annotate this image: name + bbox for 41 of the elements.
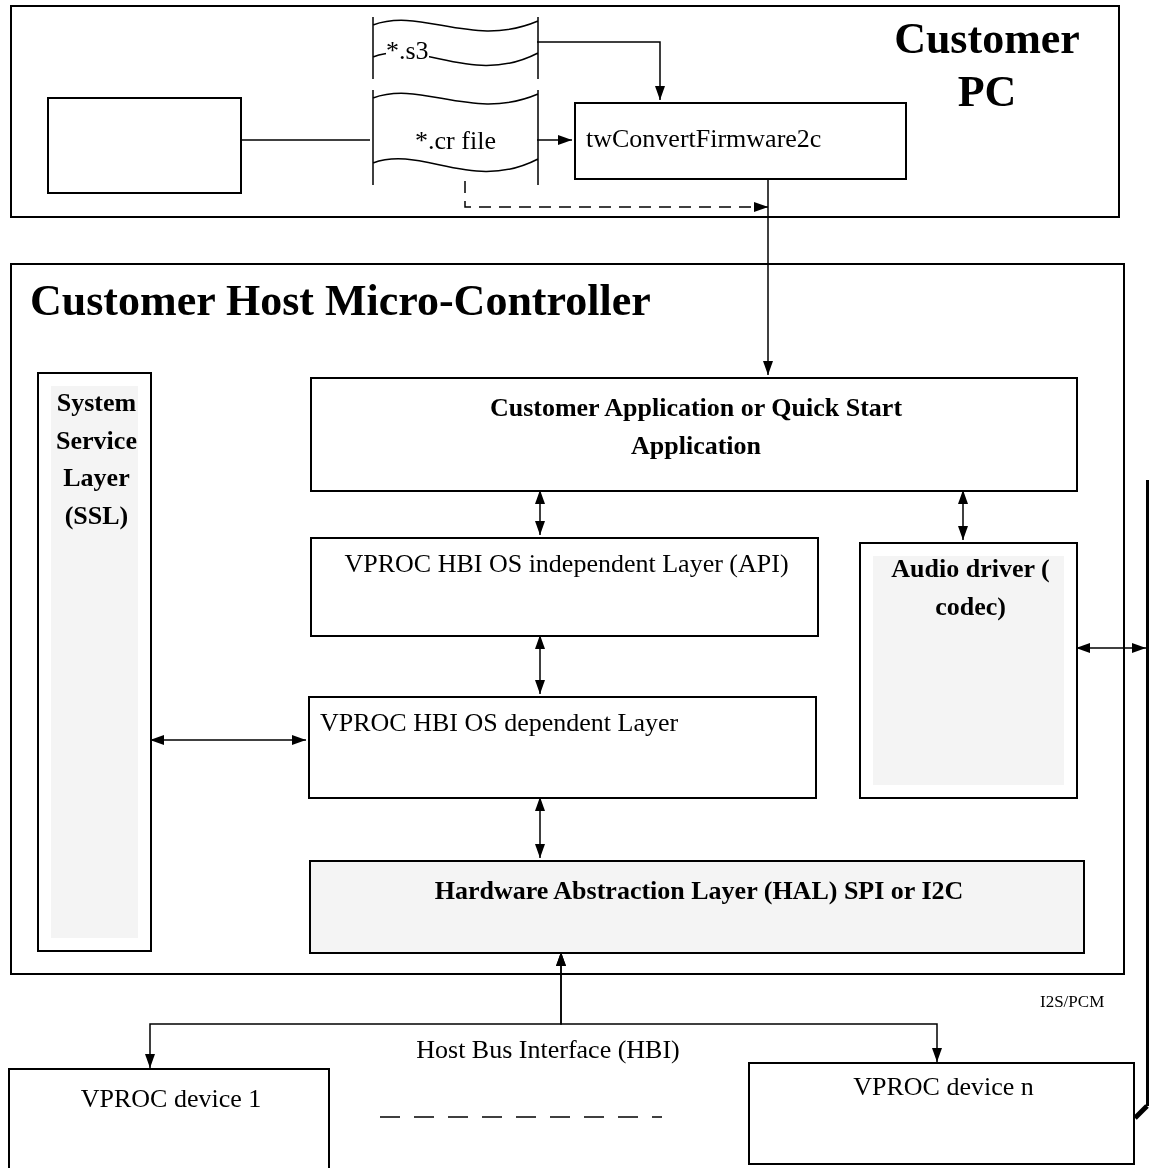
layer-box	[37, 372, 152, 952]
section-heading: Customer Host Micro-Controller	[30, 275, 652, 327]
device-box	[8, 1068, 330, 1168]
node-label: VPROC HBI OS dependent Layer	[320, 707, 679, 739]
signal-label: I2S/PCM	[1040, 992, 1105, 1012]
layer-box	[308, 696, 817, 799]
arrow	[535, 796, 545, 859]
layer-box	[859, 542, 1078, 799]
layer-box	[310, 377, 1078, 492]
layer-box	[309, 860, 1085, 954]
signal-bus-line	[1146, 480, 1149, 1106]
arrow	[149, 735, 307, 745]
arrow	[556, 951, 942, 1063]
device-box	[748, 1062, 1135, 1165]
node-label: VPROC device n	[852, 1071, 1035, 1103]
node-label: Hardware Abstraction Layer (HAL) SPI or I2C	[433, 875, 965, 907]
node-label: System Service Layer (SSL)	[55, 387, 138, 533]
arrow	[536, 41, 665, 101]
system-frame	[10, 263, 1125, 975]
arrow	[536, 135, 573, 145]
arrow	[535, 634, 545, 695]
connector-line	[1133, 1104, 1149, 1120]
node-label: twConvertFirmware2c	[586, 123, 822, 155]
system-frame	[10, 5, 1120, 218]
node-label: Customer Application or Quick Start Application	[488, 392, 904, 462]
section-heading: Customer PC	[893, 13, 1081, 118]
arrow	[1075, 643, 1147, 653]
connector-line	[239, 139, 371, 141]
node-label: *.cr file	[414, 125, 497, 157]
arrow	[763, 177, 773, 376]
document-shape	[372, 90, 539, 185]
document-shape	[372, 17, 539, 79]
arrow	[535, 489, 545, 536]
node-label: VPROC device 1	[79, 1083, 263, 1115]
arrow	[958, 489, 968, 541]
process-box	[574, 102, 907, 180]
node-label: VPROC HBI OS independent Layer (API)	[343, 548, 790, 580]
arrow	[464, 180, 769, 212]
node-label: Audio driver ( codec)	[890, 553, 1051, 623]
process-box	[47, 97, 242, 194]
layer-box	[310, 537, 819, 637]
